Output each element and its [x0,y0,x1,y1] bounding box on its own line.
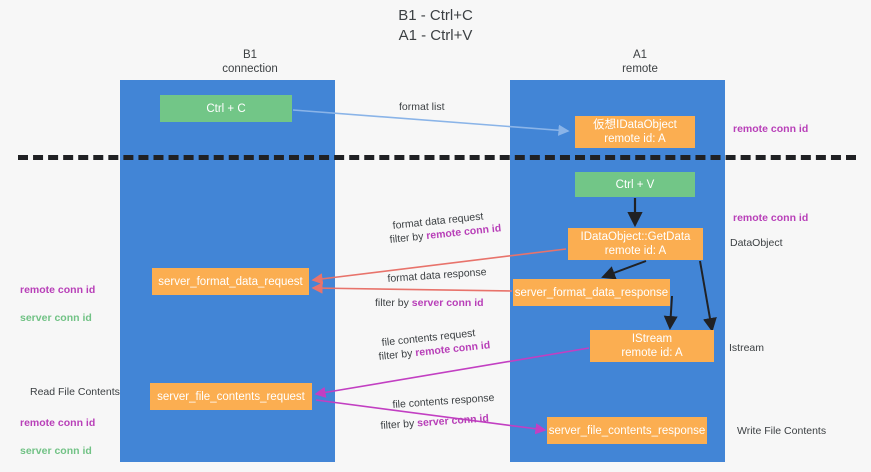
annotation-write-file-contents: Write File Contents [737,425,827,437]
annotation-remote-conn-id-mid: remote conn id [733,212,809,224]
column-header-a1: A1 remote [622,49,658,75]
box-server-file-contents-request[interactable]: server_file_contents_request [150,383,312,410]
arrow-file-contents-response [315,399,547,435]
box-virtual-idataobject[interactable]: 仮想IDataObject remote id: A [575,116,695,148]
edge-label-format-data-response-filter: filter by server conn id [375,296,484,311]
column-header-b1: B1 connection [222,49,278,75]
annotation-remote-conn-id-top: remote conn id [733,123,809,135]
box-idataobject-getdata[interactable]: IDataObject::GetData remote id: A [568,228,703,260]
annotation-remote-conn-id-2: remote conn id [20,417,96,429]
filter-key-server-conn-id: server conn id [416,412,490,430]
annotation-dataobject: DataObject [730,237,783,249]
box-server-format-data-response[interactable]: server_format_data_response [513,279,670,306]
filter-key-server-conn-id: server conn id [411,297,484,309]
arrow-file-contents-request [314,347,590,398]
box-server-file-contents-response[interactable]: server_file_contents_response [547,417,707,444]
arrow-getdata-to-istream [699,260,717,332]
filter-prefix: filter by [389,230,427,246]
arrow-format-data-request [311,248,567,285]
arrow-format-response-to-istream [663,295,678,330]
box-server-format-data-request[interactable]: server_format_data_request [152,268,309,295]
arrow-format-list [292,109,570,136]
annotation-left-conn-ids: remote conn id server conn id [20,269,95,339]
annotation-read-file-contents: Read File Contents [30,386,120,398]
arrow-format-data-response [311,282,513,294]
filter-prefix: filter by [380,417,418,432]
page-title: B1 - Ctrl+C A1 - Ctrl+V [398,7,473,44]
annotation-istream: Istream [729,342,765,354]
box-ctrl-v[interactable]: Ctrl + V [575,172,695,197]
annotation-server-conn-id-2: server conn id [20,445,92,457]
edge-label-format-list: format list [399,101,445,113]
filter-prefix: filter by [378,347,416,363]
filter-prefix: filter by [375,297,412,309]
annotation-left-conn-ids-2: remote conn id server conn id [20,402,95,472]
box-istream[interactable]: IStream remote id: A [590,330,714,362]
phase-divider [18,155,856,160]
annotation-server-conn-id: server conn id [20,312,92,324]
arrow-getdata-to-format-response [601,260,647,280]
box-ctrl-c[interactable]: Ctrl + C [160,95,292,122]
annotation-remote-conn-id: remote conn id [20,284,96,296]
